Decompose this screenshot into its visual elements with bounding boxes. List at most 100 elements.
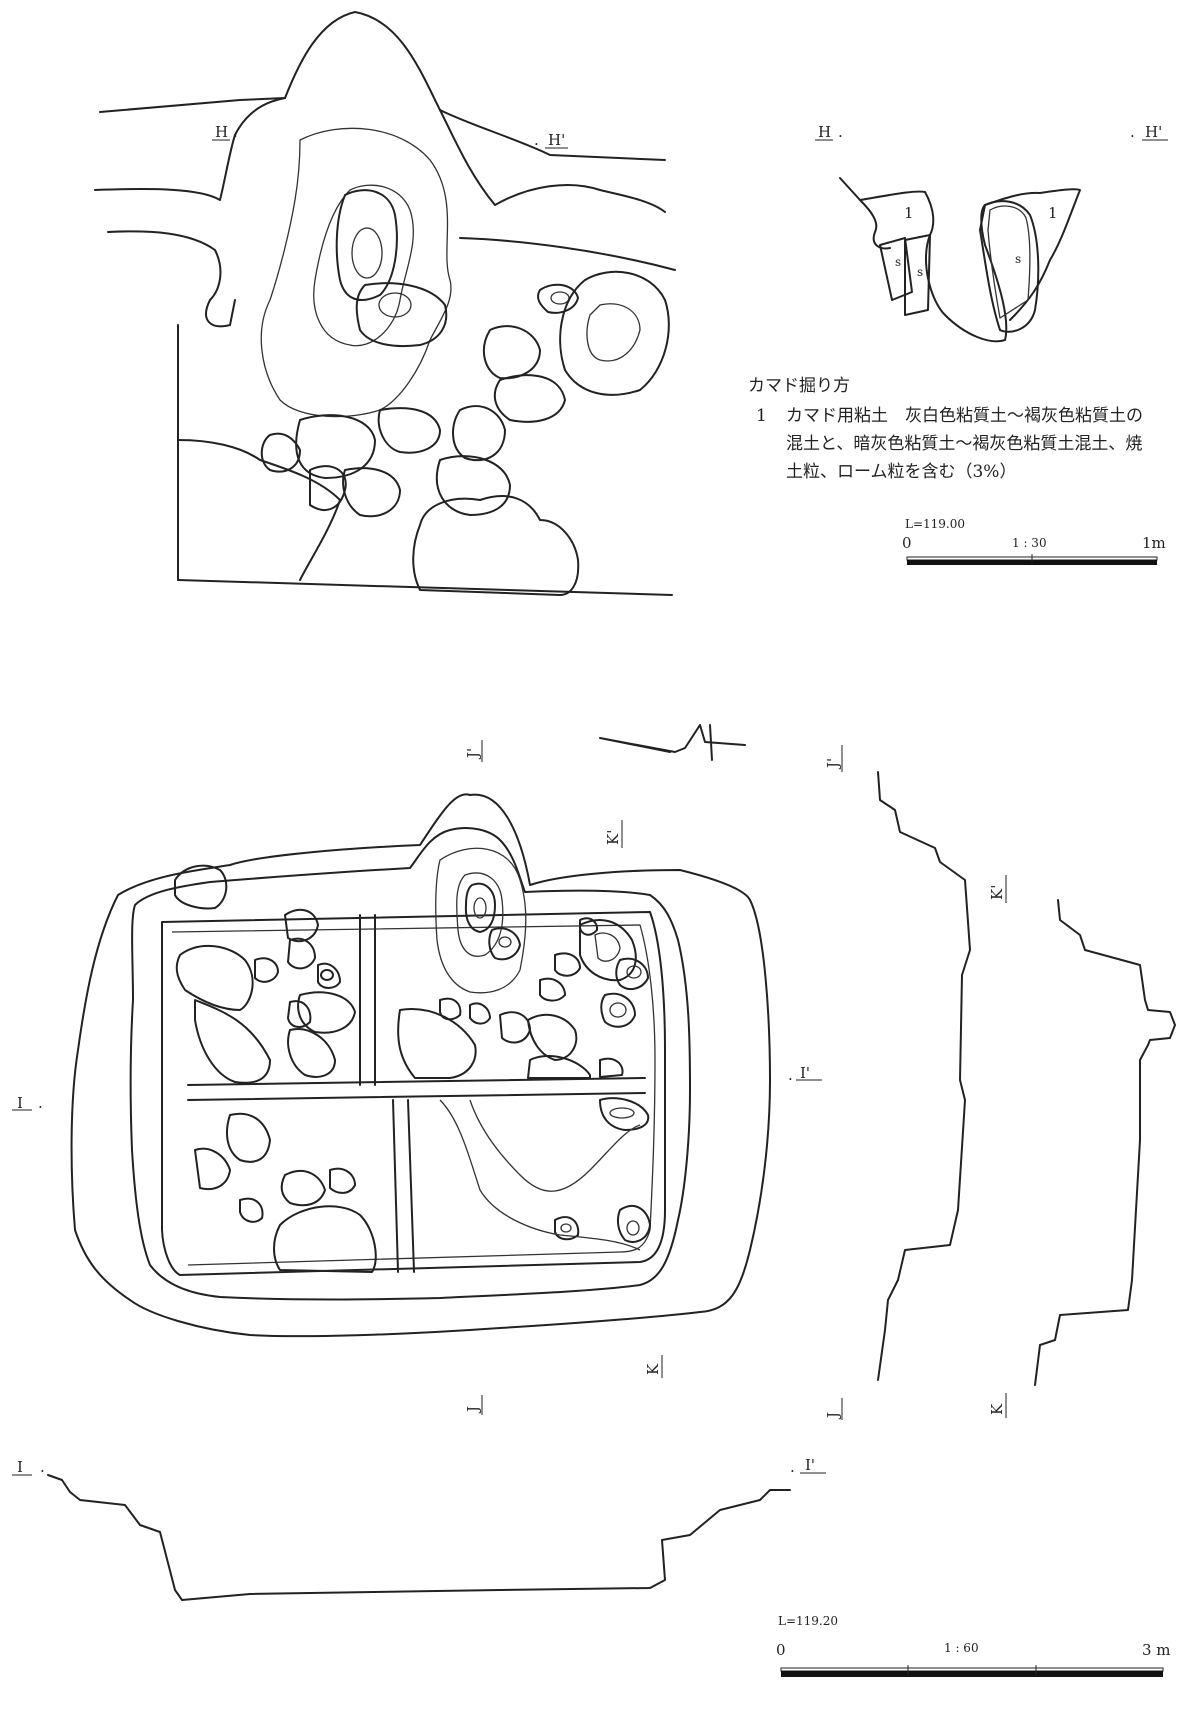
pit-floor-stone-26 [527,1013,578,1061]
stone-1 [355,282,448,348]
section-KK: K' K [988,875,1176,1418]
pit-floor-stone-12 [280,1170,326,1207]
scale-1-ratio: 1 : 30 [1012,536,1047,550]
scale-2-ratio: 1 : 60 [944,1641,979,1655]
legend-item-line-1: カマド用粘土 灰白色粘質土～褐灰色粘質土の [786,406,1143,426]
pit-floor-stone-29 [599,1057,624,1078]
section-label-I-prime: I' [800,1064,810,1082]
kamado-plan-lower-boundary [177,439,341,581]
pit-wall-stone-left [174,864,228,910]
section-label-H2-prime-dot: . [1130,123,1135,141]
section-label-K-2: K [988,1403,1006,1415]
pit-floor-stone-31 [616,1205,651,1243]
pit-floor-stone-17 [579,917,599,936]
stone-5 [493,374,566,423]
section-label-I-dot: . [38,1094,43,1112]
scale-1-end: 1m [1142,534,1166,552]
stone-9 [260,432,301,473]
kamado-firebox [335,189,398,301]
pit-floor-stone-5 [254,957,279,983]
scale-2-start: 0 [776,1641,786,1659]
stone-mark-1: s [895,255,901,269]
trench-ns-lower-right [407,1099,415,1273]
kamado-plan-stone-mass [412,495,580,596]
stone-mark-2: s [917,265,923,279]
pit-floor-stone-20-inner [609,1107,635,1119]
pit-floor-lower-right-contour-2 [469,1099,641,1192]
scale-2-end: 3 m [1142,1641,1171,1659]
pit-inner-edge [129,827,691,1301]
pit-inner-step [171,924,656,1266]
kamado-firebox-pit [464,882,496,933]
section-profile-JJ [877,771,971,1381]
pit-floor-stone-cluster-2 [194,999,271,1084]
pit-floor-lower-right-contour [439,1099,641,1251]
scale-bar-2: L=119.20 0 1 : 60 3 m [776,1614,1171,1677]
kamado-plan-mid-contour [94,97,666,213]
pit-floor-stone-8 [287,1000,312,1028]
legend-item-number: 1 [756,406,767,426]
section-label-I-2-prime-dot: . [790,1458,795,1476]
trench-ns-lower-left [392,1099,399,1273]
section-stone-3-inner [987,205,1031,319]
section-label-J: J [464,1406,482,1414]
section-label-J-2: J [824,1412,842,1420]
section-II: I . . I' [12,1456,826,1601]
kamado-plan-frame-bottom [177,579,673,596]
kamado-contour-outer [435,847,527,994]
trench-ew-top [187,1077,646,1086]
section-label-I: I [17,1094,23,1112]
section-label-H2-dot: . [838,123,843,141]
section-label-J-prime: J' [464,748,482,760]
kamado-plan-left-edge [107,230,236,328]
section-layer-1-left: 1 [904,204,914,222]
kamado-inner-contour [313,184,414,347]
section-label-I-2-dot: . [40,1458,45,1476]
section-label-I-2: I [17,1458,23,1476]
stone-8 [377,407,441,454]
stone-3-inner [586,303,641,362]
kamado-plan-right-edge [459,237,676,271]
section-layer-left [859,199,891,250]
pit-floor-stone-6 [317,962,341,989]
pit-floor-stone-30-inner [560,1223,572,1233]
pit-floor-stone-20 [599,1097,650,1131]
kamado-plan: H . . H' [94,11,676,596]
section-label-H-prime: H' [548,131,565,149]
legend-item-line-3: 土粒、ローム粒を含む（3%） [786,462,1017,482]
section-label-K: K [644,1363,662,1375]
legend-item-line-2: 混土と、暗灰色粘質土～褐灰色粘質土混土、焼 [786,434,1143,454]
kamado-firebox-center [351,227,383,279]
section-label-K-prime-2: K' [988,885,1006,900]
section-stone-2 [904,234,931,316]
pit-floor-stone-cluster-1 [175,944,254,1011]
section-JJ: J' J [824,745,971,1420]
pit-floor-stone-24 [469,1002,491,1025]
legend-title: カマド掘り方 [748,376,850,396]
section-label-H-dot: . [233,123,238,141]
section-profile-II [47,1474,791,1601]
pit-floor-stone-4 [287,937,316,970]
pit-floor-stone-27 [397,1008,477,1079]
stone-mark-3: s [1015,252,1021,266]
pit-floor-stone-14 [273,1205,377,1273]
scale-2-bar-top [780,1667,1164,1672]
kamado-outer-contour [260,127,452,418]
stone-10 [342,467,401,518]
section-label-I-2-prime: I' [805,1456,815,1474]
pit-floor-stone-16-inner [594,932,621,962]
section-label-H2: H [818,123,831,141]
pit-floor-outline [161,911,667,1276]
pit-floor-stone-19 [600,992,636,1028]
section-profile-KK [1034,899,1176,1386]
stone-1-inner [378,292,412,318]
section-stone-3 [979,200,1040,333]
section-label-H-prime-dot: . [534,131,539,149]
section-label-H2-prime: H' [1145,123,1162,141]
scale-bar-1: L=119.00 0 1 : 30 1m [902,517,1166,565]
pit-floor-stone-13 [329,1167,356,1194]
kamado-plan-lower-stone [309,465,347,511]
section-label-J-prime-2: J' [824,758,842,770]
section-profile-HH [839,177,1081,343]
